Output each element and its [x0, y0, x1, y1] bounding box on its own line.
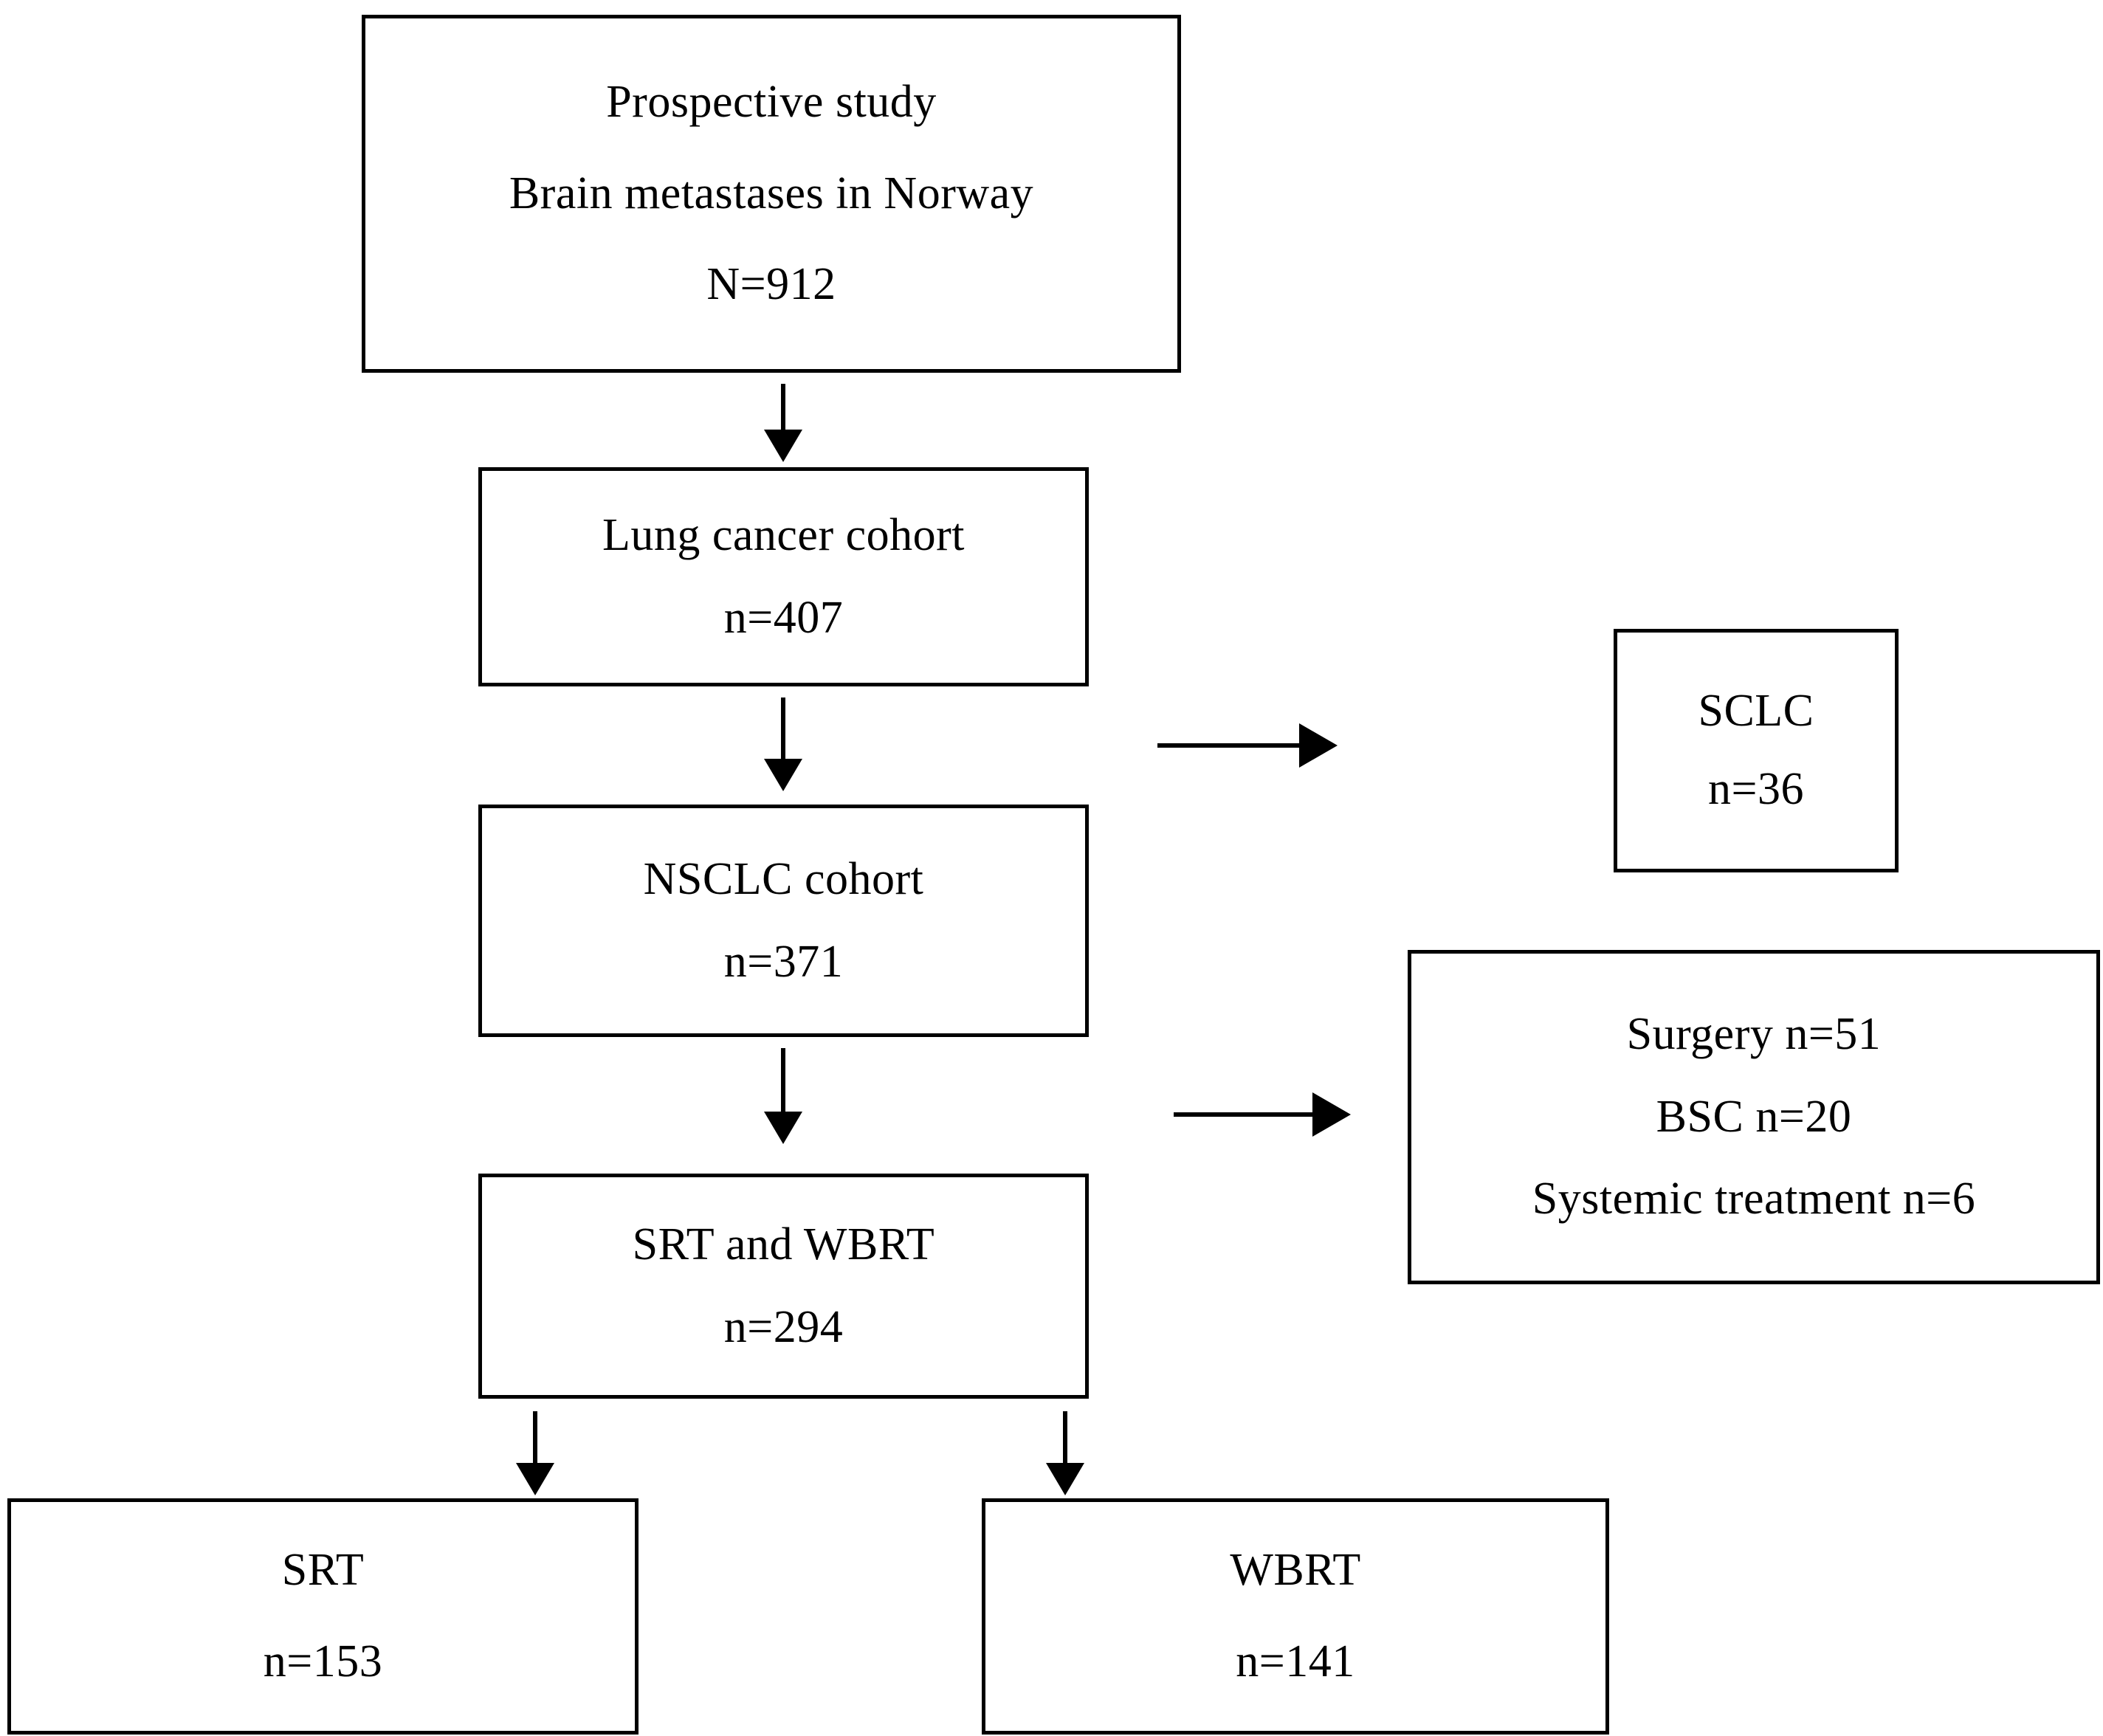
node-sclc: SCLC n=36: [1614, 629, 1899, 872]
node-nsclc-cohort: NSCLC cohort n=371: [478, 805, 1089, 1037]
node-srt-count: n=153: [263, 1636, 383, 1687]
arrowhead-down-icon: [764, 759, 802, 791]
arrow-shaft: [781, 698, 785, 762]
node-prospective-study-line1: Prospective study: [606, 76, 937, 127]
arrowhead-down-icon: [764, 430, 802, 462]
node-lung-cancer-cohort-label: Lung cancer cohort: [602, 509, 965, 560]
node-lung-cancer-cohort-count: n=407: [723, 592, 844, 643]
arrow-shaft: [533, 1411, 537, 1467]
node-prospective-study: Prospective study Brain metastases in No…: [362, 15, 1181, 373]
node-other-treatments: Surgery n=51 BSC n=20 Systemic treatment…: [1408, 950, 2100, 1284]
arrowhead-right-icon: [1299, 723, 1338, 768]
arrowhead-right-icon: [1312, 1092, 1351, 1137]
arrow-shaft: [1174, 1112, 1318, 1117]
node-nsclc-cohort-count: n=371: [723, 936, 844, 987]
arrowhead-down-icon: [1046, 1463, 1084, 1495]
node-srt: SRT n=153: [7, 1498, 639, 1735]
node-srt-and-wbrt-label: SRT and WBRT: [632, 1219, 935, 1270]
arrow-shaft: [781, 1048, 785, 1116]
node-srt-and-wbrt-count: n=294: [723, 1301, 844, 1352]
node-other-treatments-surgery: Surgery n=51: [1626, 1008, 1882, 1059]
arrow-shaft: [781, 384, 785, 434]
node-lung-cancer-cohort: Lung cancer cohort n=407: [478, 467, 1089, 686]
node-wbrt: WBRT n=141: [982, 1498, 1609, 1735]
node-prospective-study-count: N=912: [706, 259, 836, 310]
arrow-shaft: [1063, 1411, 1067, 1467]
node-other-treatments-systemic: Systemic treatment n=6: [1532, 1174, 1976, 1224]
node-nsclc-cohort-label: NSCLC cohort: [643, 853, 924, 904]
node-srt-and-wbrt: SRT and WBRT n=294: [478, 1174, 1089, 1399]
node-srt-label: SRT: [281, 1545, 365, 1596]
node-wbrt-label: WBRT: [1230, 1545, 1361, 1596]
node-sclc-label: SCLC: [1698, 686, 1814, 737]
arrowhead-down-icon: [764, 1112, 802, 1144]
node-sclc-count: n=36: [1708, 764, 1804, 814]
arrowhead-down-icon: [516, 1463, 554, 1495]
node-wbrt-count: n=141: [1236, 1636, 1355, 1687]
node-other-treatments-bsc: BSC n=20: [1656, 1091, 1852, 1142]
arrow-shaft: [1157, 743, 1305, 748]
node-prospective-study-line2: Brain metastases in Norway: [509, 168, 1034, 218]
